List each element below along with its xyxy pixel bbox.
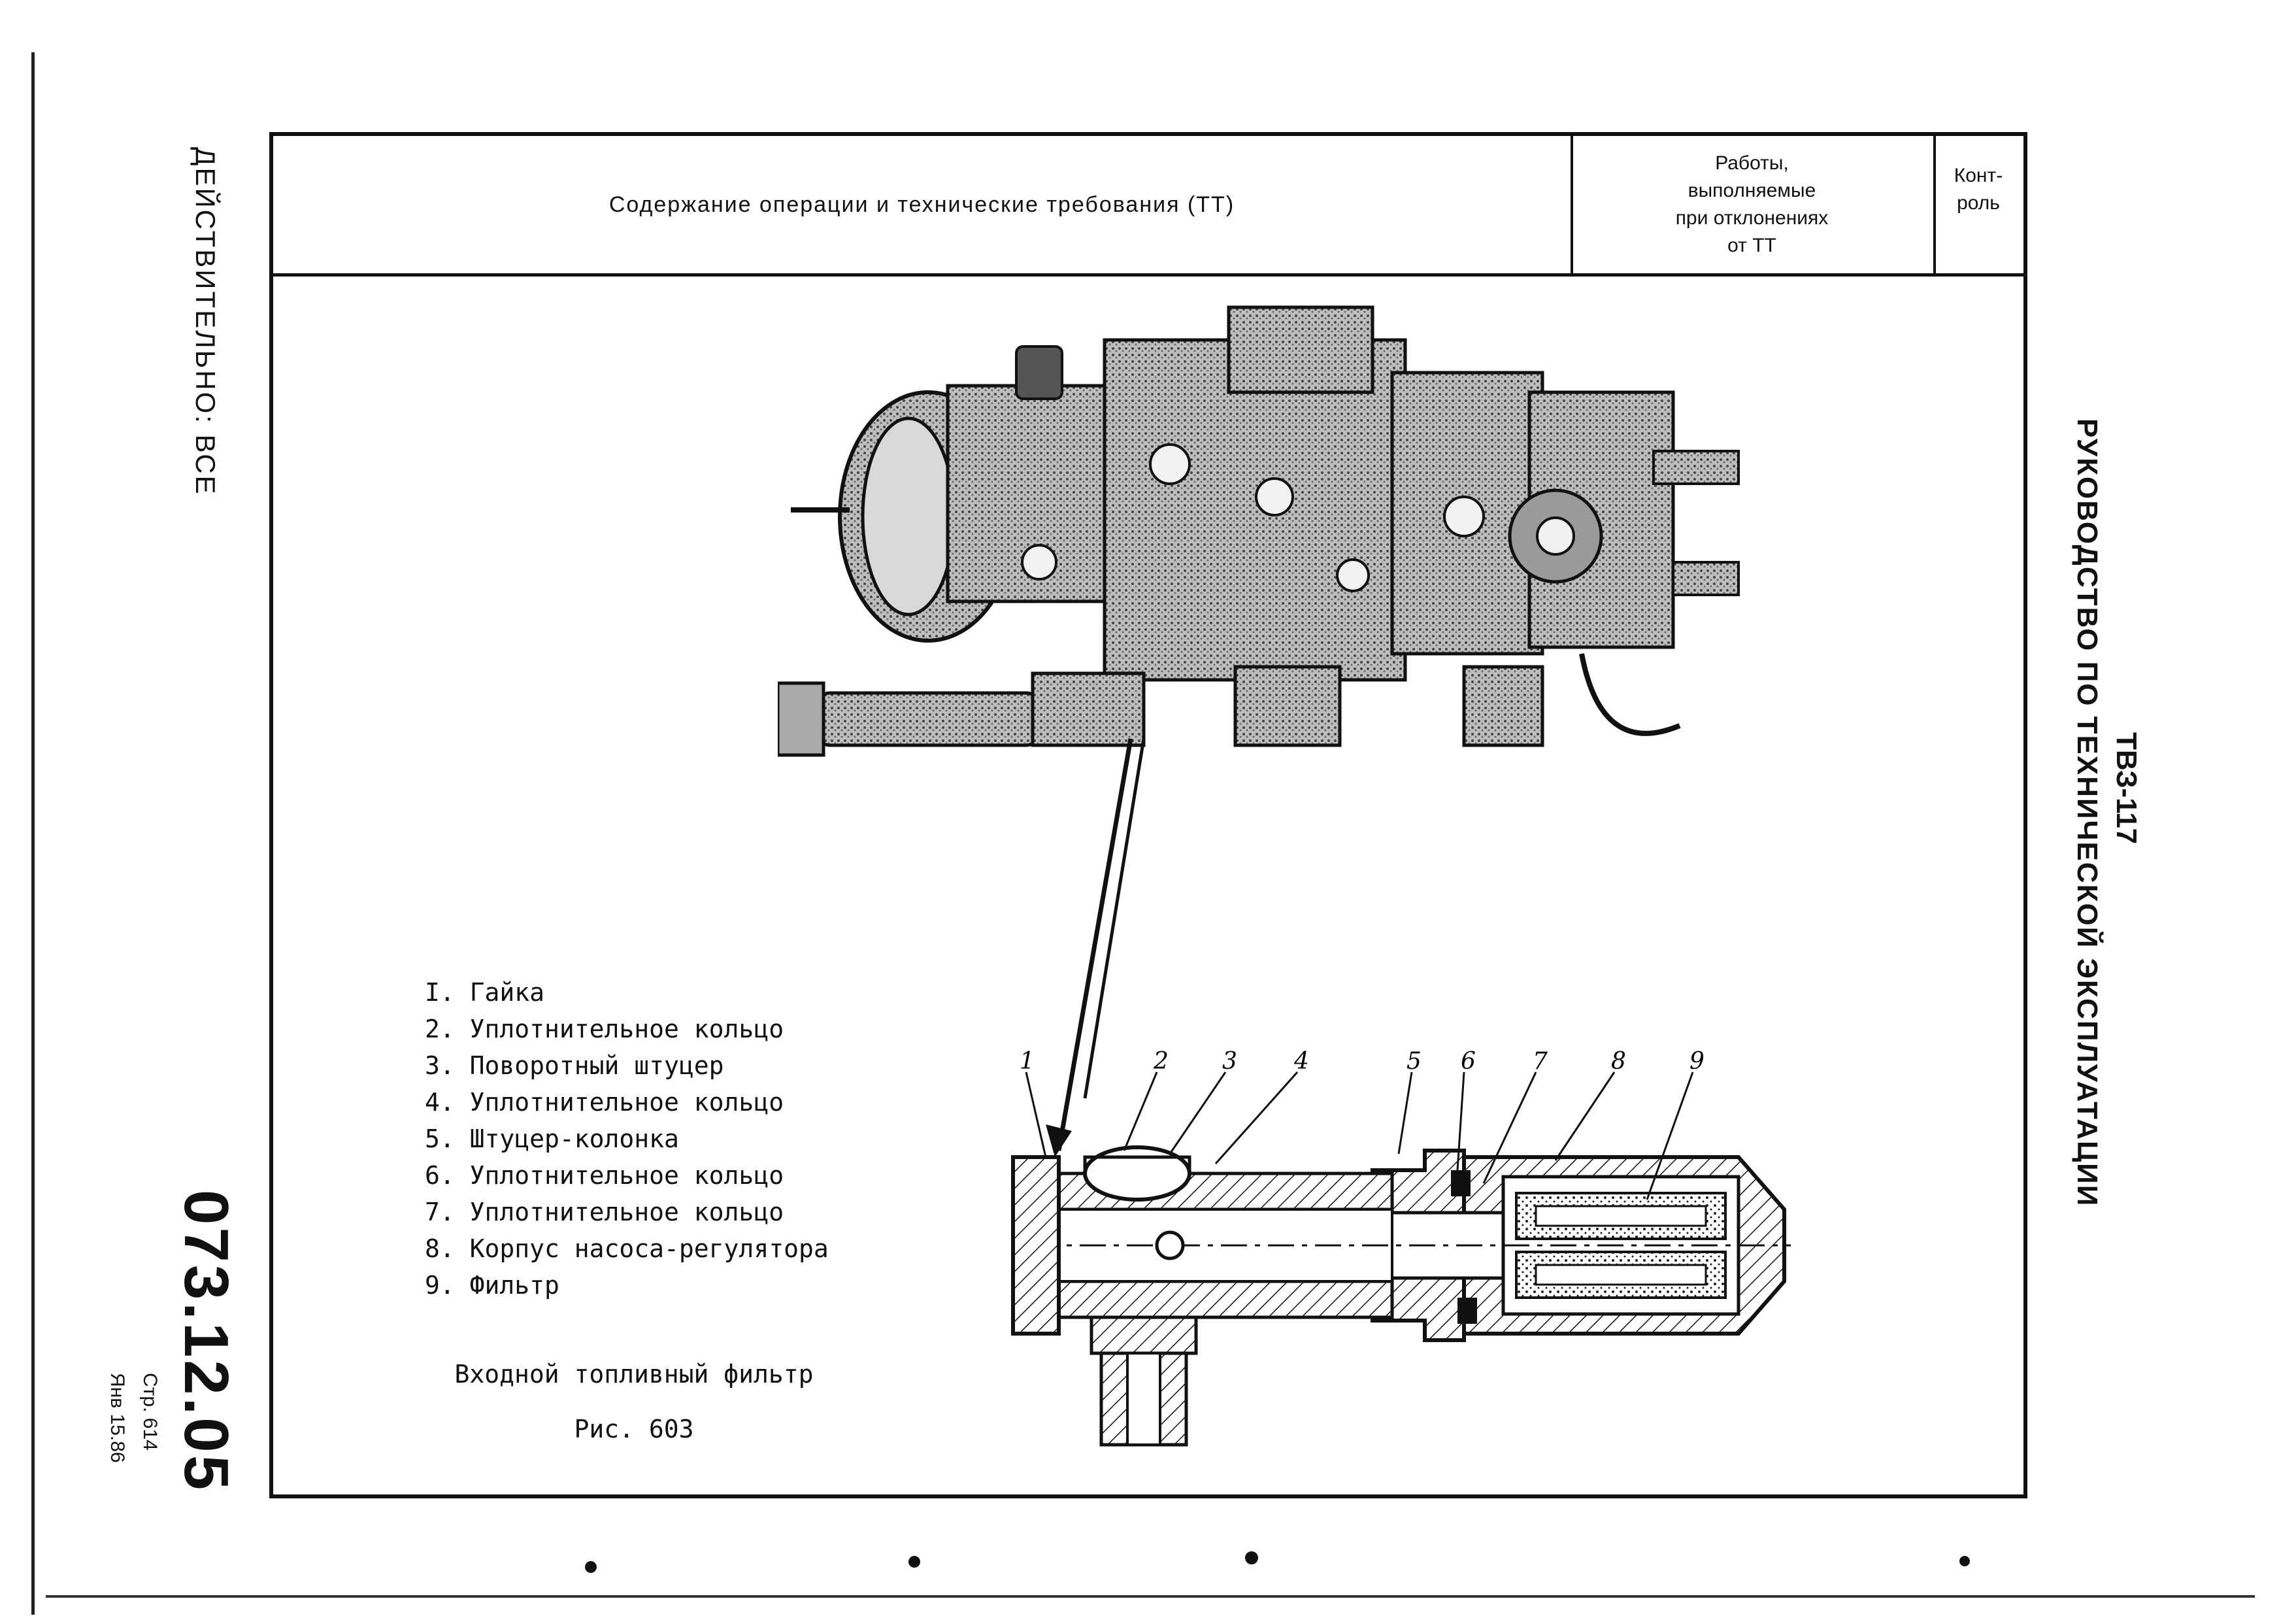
pump-regulator-illustration [778, 305, 1740, 757]
callout-1: 1 [1020, 1048, 1035, 1075]
legend-item: 4. Уплотнительное кольцо [425, 1088, 784, 1117]
bottom-rule [46, 1595, 2255, 1598]
page-date: Янв 15.86 [107, 1373, 128, 1463]
legend-item: 6. Уплотнительное кольцо [425, 1161, 784, 1190]
callout-6: 6 [1461, 1048, 1476, 1075]
pointer-arrow [1046, 738, 1146, 1157]
punch-mark [908, 1556, 920, 1568]
legend-item: I. Гайка [425, 978, 545, 1007]
caption-title: Входной топливный фильтр [454, 1360, 814, 1389]
callout-5: 5 [1406, 1048, 1422, 1075]
callout-3: 3 [1222, 1048, 1237, 1075]
legend-item: 2. Уплотнительное кольцо [425, 1015, 784, 1043]
header-deviation-works: Работы, выполняемые при отклонениях от Т… [1571, 136, 1936, 273]
callout-7: 7 [1533, 1048, 1548, 1075]
callout-8: 8 [1611, 1048, 1626, 1075]
header-control: Конт- роль [1954, 165, 2003, 214]
header-operation: Содержание операции и технические требов… [273, 136, 1573, 273]
doc-code: ТВЗ-117 [2110, 732, 2142, 845]
parts-legend: I. Гайка 2. Уплотнительное кольцо 3. Пов… [425, 974, 829, 1304]
filter-section-drawing: 1 2 3 4 5 6 7 8 9 [1011, 1048, 1791, 1447]
punch-mark [585, 1561, 597, 1573]
punch-mark [1245, 1551, 1258, 1564]
callout-2: 2 [1153, 1048, 1169, 1075]
legend-item: 3. Поворотный штуцер [425, 1051, 724, 1080]
legend-item: 8. Корпус насоса-регулятора [425, 1234, 829, 1263]
punch-mark [1959, 1556, 1970, 1566]
callout-4: 4 [1293, 1048, 1309, 1075]
page-number: Стр. 614 [139, 1373, 161, 1451]
callout-9: 9 [1689, 1048, 1705, 1075]
section-number: 073.12.05 [171, 1190, 241, 1493]
doc-title: РУКОВОДСТВО ПО ТЕХНИЧЕСКОЙ ЭКСПЛУАТАЦИИ [2071, 418, 2103, 1207]
legend-item: 7. Уплотнительное кольцо [425, 1198, 784, 1226]
legend-item: 5. Штуцер-колонка [425, 1124, 679, 1153]
caption-figure-number: Рис. 603 [574, 1415, 694, 1443]
binding-line [31, 52, 35, 1615]
effectivity-label: ДЕЙСТВИТЕЛЬНО: ВСЕ [190, 147, 221, 496]
figure-caption: Входной топливный фильтр Рис. 603 [451, 1347, 817, 1457]
table-header: Содержание операции и технические требов… [273, 136, 2023, 277]
legend-item: 9. Фильтр [425, 1271, 559, 1300]
page-frame: Содержание операции и технические требов… [269, 132, 2027, 1498]
